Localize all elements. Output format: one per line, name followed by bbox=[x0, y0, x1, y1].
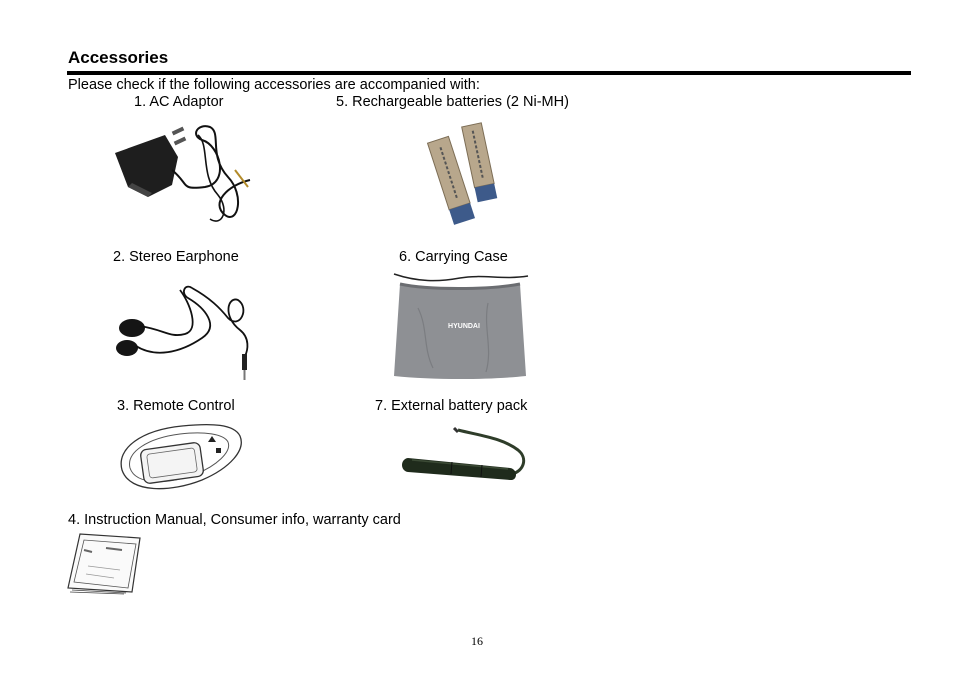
item-label-battery-pack: 7. External battery pack bbox=[375, 398, 528, 414]
ac-adaptor-icon bbox=[115, 125, 251, 222]
case-brand-logo: HYUNDAI bbox=[448, 323, 480, 330]
carrying-case-icon: HYUNDAI bbox=[393, 273, 529, 379]
item-label-remote-control: 3. Remote Control bbox=[117, 398, 235, 414]
item-label-earphone: 2. Stereo Earphone bbox=[113, 249, 239, 265]
batteries-icon bbox=[426, 122, 498, 225]
page-title: Accessories bbox=[68, 48, 169, 67]
earphone-icon bbox=[116, 285, 249, 380]
item-label-manual: 4. Instruction Manual, Consumer info, wa… bbox=[68, 512, 401, 528]
intro-text: Please check if the following accessorie… bbox=[68, 77, 480, 93]
battery-pack-icon bbox=[402, 426, 526, 481]
title-rule bbox=[67, 71, 911, 75]
item-label-batteries: 5. Rechargeable batteries (2 Ni-MH) bbox=[336, 94, 569, 110]
item-label-carrying-case: 6. Carrying Case bbox=[399, 249, 508, 265]
remote-control-icon bbox=[120, 423, 242, 490]
page-number: 16 bbox=[471, 634, 483, 648]
item-label-ac-adaptor: 1. AC Adaptor bbox=[134, 94, 224, 110]
manual-icon bbox=[67, 533, 141, 595]
